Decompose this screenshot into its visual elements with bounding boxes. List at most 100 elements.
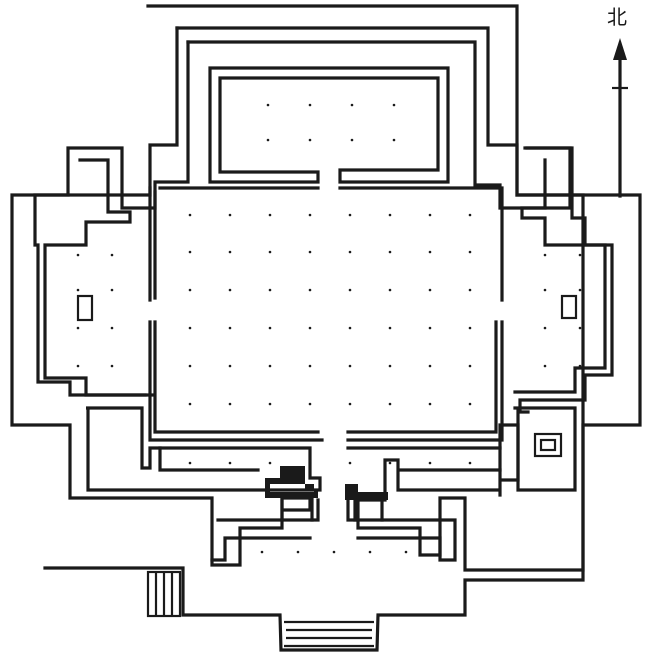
east-wing-south — [513, 406, 577, 492]
south-altar-left — [265, 466, 318, 498]
column-post — [228, 326, 232, 330]
column-post — [578, 253, 582, 257]
column-post — [428, 250, 432, 254]
column-post — [228, 402, 232, 406]
column-post — [428, 288, 432, 292]
column-post — [308, 288, 312, 292]
column-post — [578, 326, 582, 330]
column-post — [468, 213, 472, 217]
column-post — [308, 250, 312, 254]
south-altar-right — [345, 484, 388, 500]
column-post — [188, 326, 192, 330]
column-post — [388, 402, 392, 406]
column-post — [188, 364, 192, 368]
column-post — [188, 402, 192, 406]
column-post — [348, 326, 352, 330]
column-post — [388, 461, 392, 465]
column-post — [388, 364, 392, 368]
stair-icon — [146, 570, 182, 618]
column-post — [268, 326, 272, 330]
column-post — [468, 250, 472, 254]
column-post — [110, 288, 114, 292]
column-post — [350, 138, 354, 142]
north-arrow-icon: 北 — [607, 5, 628, 198]
main-hall-inner — [153, 190, 498, 434]
column-post — [228, 461, 232, 465]
column-post — [308, 213, 312, 217]
column-post — [348, 213, 352, 217]
west-wing — [43, 158, 154, 397]
column-post — [428, 326, 432, 330]
column-post — [428, 461, 432, 465]
column-post — [468, 326, 472, 330]
column-post — [308, 364, 312, 368]
column-post — [388, 288, 392, 292]
north-room — [208, 66, 450, 184]
column-post — [428, 364, 432, 368]
second-wall — [175, 26, 585, 572]
column-post — [543, 253, 547, 257]
column-post — [543, 288, 547, 292]
altar-inner — [539, 438, 557, 452]
column-post — [468, 402, 472, 406]
column-post — [266, 103, 270, 107]
column-post — [388, 213, 392, 217]
column-post — [348, 250, 352, 254]
column-post — [296, 550, 300, 554]
column-post — [392, 103, 396, 107]
main-hall-wall — [148, 186, 504, 442]
column-post — [368, 550, 372, 554]
column-post — [578, 364, 582, 368]
column-post — [332, 550, 336, 554]
column-post — [543, 326, 547, 330]
column-post — [110, 326, 114, 330]
column-post — [268, 213, 272, 217]
column-post — [228, 364, 232, 368]
column-post — [388, 250, 392, 254]
column-post — [188, 288, 192, 292]
column-post — [268, 288, 272, 292]
column-post — [228, 288, 232, 292]
column-post — [76, 364, 80, 368]
column-post — [578, 288, 582, 292]
south-corridor — [158, 446, 502, 472]
column-post — [308, 138, 312, 142]
column-post — [348, 461, 352, 465]
column-post — [350, 103, 354, 107]
column-post — [76, 288, 80, 292]
inner-wall-west — [33, 40, 190, 397]
column-post — [110, 364, 114, 368]
column-post — [404, 550, 408, 554]
column-post — [268, 250, 272, 254]
column-post — [188, 250, 192, 254]
column-post — [308, 461, 312, 465]
column-post — [76, 326, 80, 330]
south-block-right — [353, 498, 384, 522]
column-post — [266, 138, 270, 142]
column-post — [388, 326, 392, 330]
column-post — [468, 461, 472, 465]
column-post — [268, 402, 272, 406]
column-post — [428, 213, 432, 217]
column-post — [308, 103, 312, 107]
outer-wall — [43, 4, 642, 652]
column-post — [468, 364, 472, 368]
column-post — [543, 364, 547, 368]
column-post — [428, 402, 432, 406]
column-post — [348, 402, 352, 406]
column-post — [308, 326, 312, 330]
south-chamber — [210, 498, 457, 562]
column-posts — [76, 103, 582, 554]
column-post — [188, 213, 192, 217]
east-wing-inner — [513, 158, 607, 394]
column-post — [188, 461, 192, 465]
south-gate — [284, 620, 374, 648]
column-post — [268, 364, 272, 368]
east-niche — [560, 294, 578, 320]
inner-wall — [186, 40, 572, 210]
column-post — [228, 250, 232, 254]
column-post — [76, 253, 80, 257]
column-post — [348, 364, 352, 368]
column-post — [268, 461, 272, 465]
